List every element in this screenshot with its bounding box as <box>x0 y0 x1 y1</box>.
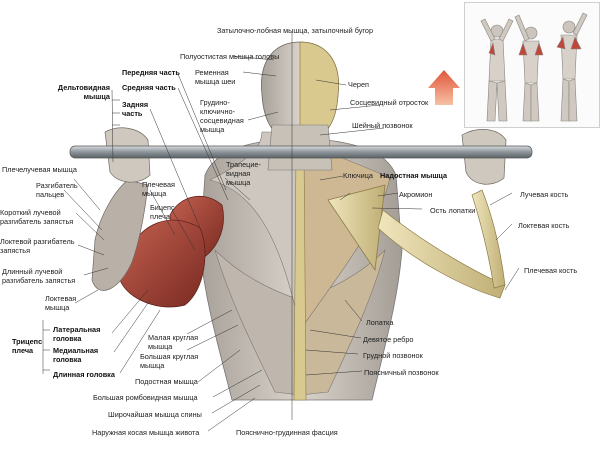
label-sternocleidomastoid: Грудино- ключично- сосцевидная мышца <box>200 98 244 134</box>
label-rhomboid-major: Большая ромбовидная мышца <box>93 393 198 402</box>
label-external-oblique: Наружная косая мышца живота <box>92 428 200 437</box>
right-forearm-bones-shape <box>471 189 506 289</box>
label-latissimus: Широчайшая мышца спины <box>108 410 202 419</box>
label-scapular-spine: Ость лопатки <box>430 206 476 215</box>
label-teres-minor: Малая круглая мышца <box>148 333 199 351</box>
label-mastoid-process: Сосцевидный отросток <box>350 98 429 107</box>
label-lateral-head: Латеральная головка <box>53 325 101 343</box>
label-scapula: Лопатка <box>366 318 394 327</box>
right-humerus-shape <box>377 209 506 299</box>
label-thoracic-vertebra: Грудной позвонок <box>363 351 423 360</box>
label-long-head: Длинная головка <box>53 370 115 379</box>
label-infraspinatus: Подостная мышца <box>135 377 198 386</box>
label-biceps: Бицепс плеча <box>150 203 175 221</box>
label-acromion: Акромион <box>399 190 433 199</box>
label-ulna: Локтевая кость <box>518 221 570 230</box>
label-clavicle: Ключица <box>343 171 373 180</box>
inset-illustration <box>480 12 588 122</box>
up-arrow <box>428 70 460 105</box>
label-brachialis: Плечевая мышца <box>142 180 175 198</box>
label-teres-major: Большая круглая мышца <box>140 352 199 370</box>
label-trapezius: Трапецие- видная мышца <box>226 160 261 187</box>
label-posterior-part: Задняя часть <box>122 100 149 118</box>
label-medial-head: Медиальная головка <box>53 346 99 364</box>
label-cervical-vertebra: Шейный позвонок <box>352 121 413 130</box>
label-ext-carpi-rad-longus: Длинный лучевой разгибатель запястья <box>2 267 76 285</box>
label-occipitofrontalis: Затылочно-лобная мышца, затылочный бугор <box>216 26 374 35</box>
inset-figure <box>464 2 600 128</box>
label-anconeus: Локтевая мышца <box>45 294 77 312</box>
latissimus-shape <box>214 249 301 396</box>
label-ext-carpi-ulnaris: Локтевой разгибатель запястья <box>0 237 75 255</box>
label-lumbar-vertebra: Поясничный позвонок <box>364 368 439 377</box>
label-deltoid: Дельтовидная мышца <box>57 83 110 101</box>
spine-shape <box>293 149 307 401</box>
left-upper-arm-shape <box>119 219 206 308</box>
label-anterior-part: Передняя часть <box>122 68 180 77</box>
left-forearm-shape <box>91 179 149 291</box>
label-ext-carpi-rad-brevis: Короткий лучевой разгибатель запястья <box>0 208 74 226</box>
pullup-bar <box>69 145 533 159</box>
label-triceps: Трицепс плеча <box>12 337 43 355</box>
label-supraspinatus: Надостная мышца <box>380 171 448 180</box>
label-skull: Череп <box>348 80 369 89</box>
label-splenius-capitis: Ременная мышца шеи <box>195 68 236 86</box>
label-finger-extensor: Разгибатель пальцев <box>36 181 78 199</box>
label-middle-part: Средняя часть <box>122 83 176 92</box>
label-humerus: Плечевая кость <box>524 266 578 275</box>
label-thoracolumbar-fascia: Пояснично-грудинная фасция <box>236 428 338 437</box>
label-radius: Лучевая кость <box>520 190 569 199</box>
label-semispinalis-capitis: Полуостистая мышца головы <box>180 52 280 61</box>
label-ninth-rib: Девятое ребро <box>363 335 414 344</box>
label-brachioradialis: Плечелучевая мышца <box>2 165 77 174</box>
